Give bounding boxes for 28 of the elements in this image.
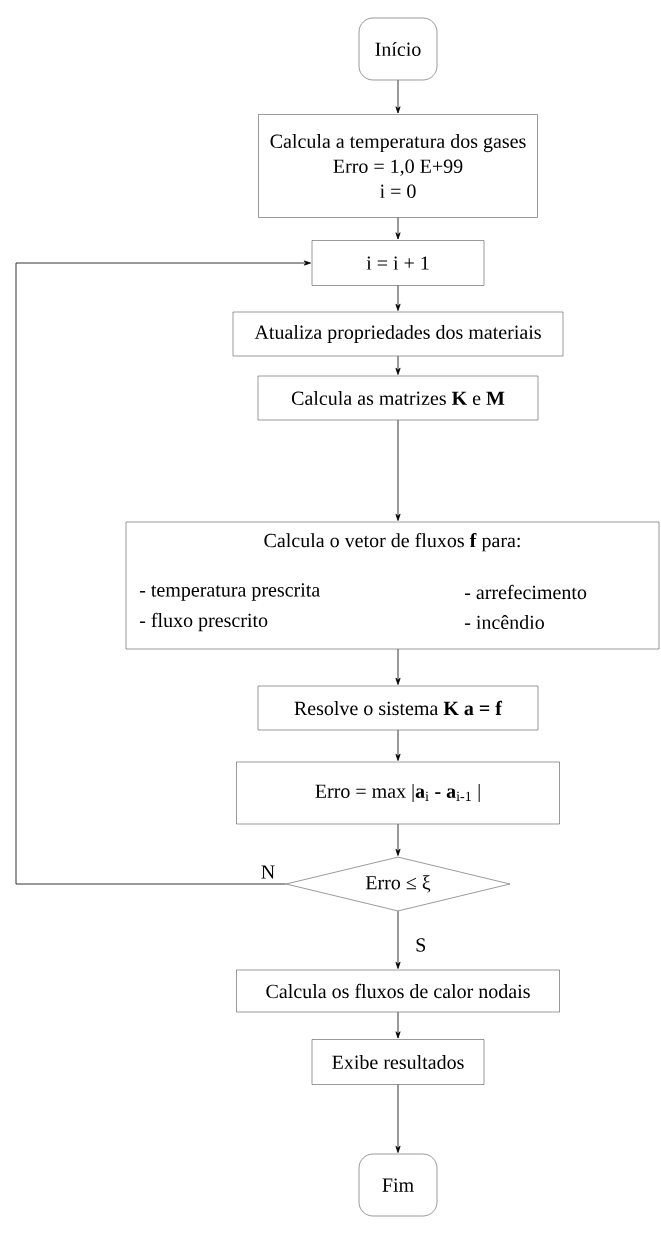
process-box: Calcula os fluxos de calor nodais bbox=[236, 969, 560, 1013]
list-item: - temperatura prescrita bbox=[139, 583, 320, 601]
process-box: i = i + 1 bbox=[311, 240, 485, 286]
arrow bbox=[395, 419, 401, 521]
arrow bbox=[395, 910, 401, 969]
arrow bbox=[15, 260, 311, 885]
arrow bbox=[395, 823, 401, 856]
list-item: - incêndio bbox=[464, 614, 544, 630]
process-box: Atualiza propriedades dos materiais bbox=[232, 311, 564, 357]
process-box: Calcula a temperatura dos gases Erro = 1,0 E+99 i = 0 bbox=[258, 114, 538, 218]
edge-label: N bbox=[259, 864, 277, 880]
terminal-box: Fim bbox=[358, 1153, 438, 1217]
list-item: - fluxo prescrito bbox=[139, 612, 268, 632]
process-box: Resolve o sistema K a = f bbox=[257, 685, 539, 731]
arrow bbox=[395, 285, 401, 311]
arrow bbox=[395, 1011, 401, 1039]
arrow bbox=[395, 1084, 401, 1153]
edge-label: S bbox=[414, 937, 428, 953]
process-box: Erro = max |a$_{i}$ - a$_{i-1}$ | bbox=[236, 761, 560, 825]
arrow bbox=[395, 79, 401, 114]
arrow bbox=[395, 648, 401, 685]
arrow bbox=[395, 729, 401, 761]
terminal-box: Início bbox=[358, 17, 438, 81]
arrow bbox=[395, 217, 401, 240]
list-item: - arrefecimento bbox=[464, 584, 587, 600]
arrow bbox=[395, 355, 401, 375]
process-box: Exibe resultados bbox=[311, 1039, 485, 1085]
process-box: Calcula as matrizes K e M bbox=[257, 375, 539, 421]
